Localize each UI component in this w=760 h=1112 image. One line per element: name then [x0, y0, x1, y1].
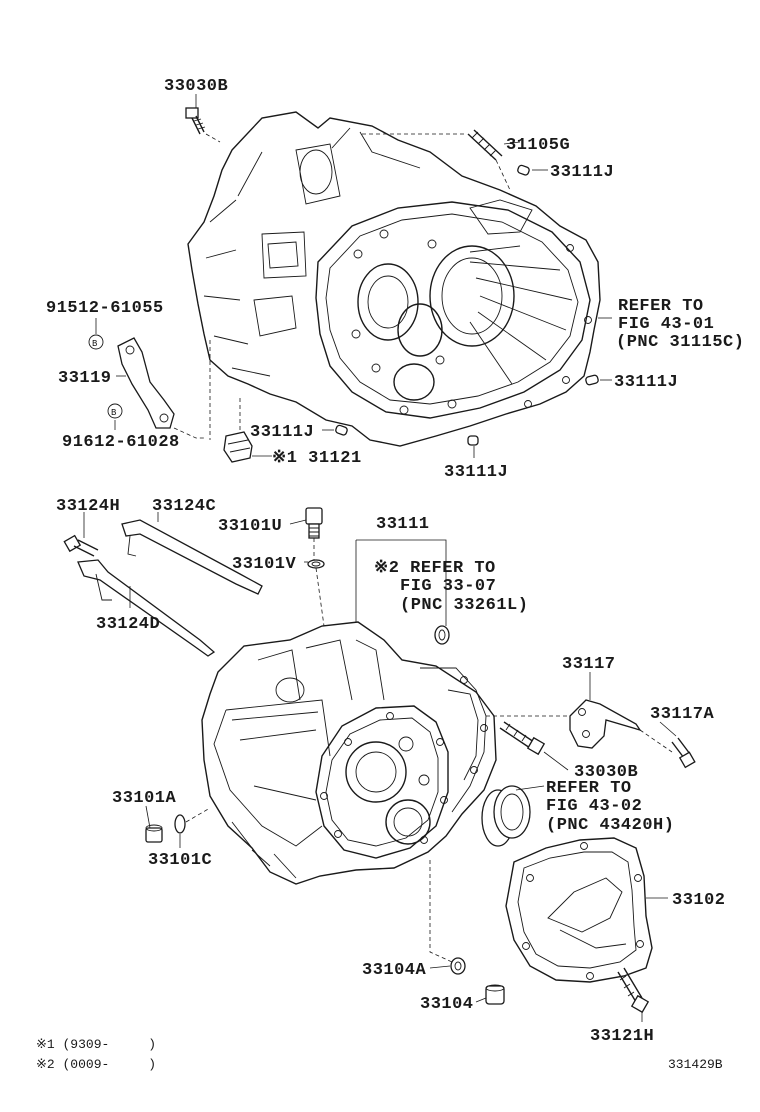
label-33117: 33117 — [562, 655, 616, 674]
label-91612-61028: 91612-61028 — [62, 433, 180, 452]
label-33121h: 33121H — [590, 1027, 654, 1046]
label-refer-fig-43-02-line3: (PNC 43420H) — [546, 816, 674, 835]
case-cover-33102 — [505, 837, 653, 983]
label-33030b-top: 33030B — [164, 77, 228, 96]
stud-bolt-31105g — [362, 129, 511, 191]
lever-33124d — [77, 559, 216, 657]
leader-lines — [83, 94, 677, 1022]
footnote-2: ※2 (0009- ) — [36, 1057, 156, 1072]
dowel-pin-33111j-a — [517, 164, 530, 176]
label-33111j-a: 33111J — [550, 163, 614, 182]
gasket-33101c — [174, 807, 211, 834]
label-33101c: 33101C — [148, 851, 212, 870]
footnotes: ※1 (9309- ) ※2 (0009- ) — [36, 1037, 156, 1072]
label-33119: 33119 — [58, 369, 112, 388]
plug-31121 — [223, 398, 253, 463]
label-33124d: 33124D — [96, 615, 160, 634]
label-33101v: 33101V — [232, 555, 297, 574]
bolt-marker-b-upper: B — [88, 334, 104, 350]
label-33104: 33104 — [420, 995, 474, 1014]
bracket-33117 — [486, 699, 673, 753]
label-refer-fig-43-02-line2: FIG 43-02 — [546, 797, 642, 816]
label-33104a: 33104A — [362, 961, 427, 980]
bolt-33030b-mid — [499, 721, 546, 756]
label-refer-fig-43-01-line3: (PNC 31115C) — [616, 333, 744, 352]
b-marker-label-1: B — [92, 339, 98, 349]
label-31121: ※1 31121 — [272, 449, 362, 468]
label-refer-fig-33-07-line2: FIG 33-07 — [400, 577, 496, 596]
figure-id: 331429B — [668, 1057, 723, 1072]
label-refer-fig-33-07-line1: ※2 REFER TO — [374, 559, 496, 578]
oil-seal-refer-fig-43-02 — [481, 785, 531, 847]
transaxle-case-drawing — [187, 111, 601, 447]
label-refer-fig-43-02-line1: REFER TO — [546, 779, 632, 798]
label-33117a: 33117A — [650, 705, 715, 724]
transmission-case-33111-drawing — [201, 621, 497, 885]
label-33124h: 33124H — [56, 497, 120, 516]
oil-seal-refer-fig-33-07 — [434, 625, 450, 645]
label-33101u: 33101U — [218, 517, 282, 536]
label-33111j-d: 33111J — [444, 463, 508, 482]
label-33111j-c: 33111J — [250, 423, 314, 442]
label-refer-fig-43-01-line2: FIG 43-01 — [618, 315, 714, 334]
label-33101a: 33101A — [112, 789, 177, 808]
label-33030b-mid: 33030B — [574, 763, 638, 782]
dowel-pin-33111j-b — [585, 374, 599, 386]
label-91512-61055: 91512-61055 — [46, 299, 164, 318]
part-labels: 33030B 31105G 33111J 91512-61055 33119 9… — [46, 77, 744, 1046]
label-refer-fig-43-01-line1: REFER TO — [618, 297, 704, 316]
gasket-33104a — [429, 860, 466, 975]
label-33111j-b: 33111J — [614, 373, 678, 392]
dowel-pin-33111j-d — [467, 435, 479, 446]
switch-33101u — [305, 507, 323, 560]
bolt-33117a — [671, 737, 696, 769]
label-33111: 33111 — [376, 515, 430, 534]
bolt-33124h — [63, 534, 99, 557]
plug-33101a — [145, 824, 163, 843]
bolt-33121h — [617, 967, 650, 1014]
gasket-33101v — [307, 559, 325, 627]
label-33124c: 33124C — [152, 497, 216, 516]
label-refer-fig-33-07-line3: (PNC 33261L) — [400, 596, 528, 615]
label-33102: 33102 — [672, 891, 726, 910]
plug-33104 — [485, 984, 505, 1005]
lever-33124c — [121, 519, 263, 595]
b-marker-label-2: B — [111, 408, 117, 418]
bracket-33119 — [117, 337, 211, 440]
footnote-1: ※1 (9309- ) — [36, 1037, 156, 1052]
bolt-33030b-top — [185, 107, 221, 143]
dowel-pin-33111j-c — [335, 424, 348, 436]
bolt-marker-b-lower: B — [107, 403, 123, 419]
label-31105g: 31105G — [506, 136, 570, 155]
